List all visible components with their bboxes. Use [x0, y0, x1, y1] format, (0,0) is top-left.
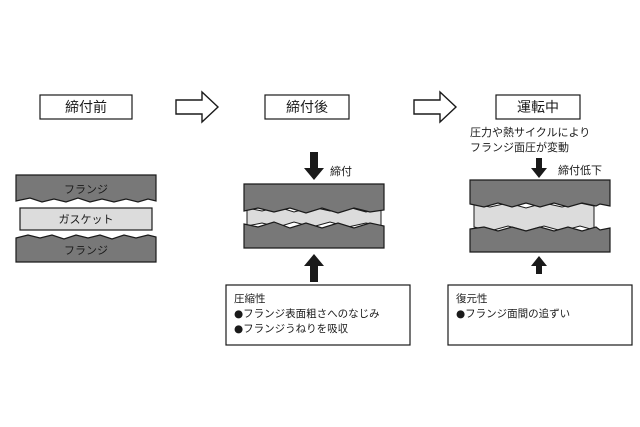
- stage-label-operation: 運転中: [517, 100, 559, 116]
- note-line-operation-1: ●フランジ面間の追ずい: [456, 307, 570, 320]
- note-box-operation: [447, 284, 633, 346]
- flange-top-before-label: フランジ: [64, 183, 108, 196]
- cause-line-1: 圧力や熱サイクルにより: [470, 126, 590, 139]
- note-title-after: 圧縮性: [234, 292, 266, 305]
- stage-label-after: 締付後: [286, 99, 328, 116]
- flange-bottom-operation: [469, 226, 611, 253]
- force-arrow-up-operation-icon: [531, 256, 547, 274]
- transition-arrow-1-icon: [175, 90, 220, 124]
- flange-top-before: [15, 174, 157, 203]
- gasket-operation: [473, 202, 595, 232]
- transition-arrow-2-icon: [413, 90, 458, 124]
- note-box-after: [225, 284, 411, 346]
- note-line-after-1: ●フランジ表面粗さへのなじみ: [234, 307, 380, 320]
- stage-header-before: 締付前: [39, 94, 133, 120]
- note-line-after-2: ●フランジうねりを吸収: [234, 323, 349, 335]
- stage-header-after: 締付後: [264, 94, 350, 120]
- force-arrow-up-after-icon: [304, 254, 324, 282]
- panel-before: フランジ ガスケット フランジ: [15, 174, 157, 263]
- flange-top-after: [243, 183, 385, 214]
- flange-bottom-before: [15, 234, 157, 263]
- force-arrow-down-operation-icon: [531, 158, 547, 178]
- flange-bottom-after: [243, 221, 385, 249]
- force-label-after: 締付: [330, 164, 352, 178]
- gasket-before: [19, 207, 153, 231]
- gasket-before-label: ガスケット: [59, 213, 114, 226]
- stage-header-operation: 運転中: [495, 94, 581, 120]
- panel-operation: 圧力や熱サイクルにより フランジ面圧が変動 締付低下 復元性 ●フランジ面間の追…: [447, 126, 633, 346]
- note-title-operation: 復元性: [456, 292, 488, 305]
- force-arrow-down-after-icon: [304, 152, 324, 180]
- flange-bottom-before-label: フランジ: [64, 244, 108, 257]
- stage-label-before: 締付前: [65, 99, 107, 116]
- flange-top-operation: [469, 179, 611, 208]
- force-label-operation: 締付低下: [558, 163, 602, 177]
- panel-after: 締付 圧縮性 ●フランジ表面粗さへのなじみ ●フランジうねりを吸収: [225, 152, 411, 346]
- cause-line-2: フランジ面圧が変動: [470, 140, 569, 154]
